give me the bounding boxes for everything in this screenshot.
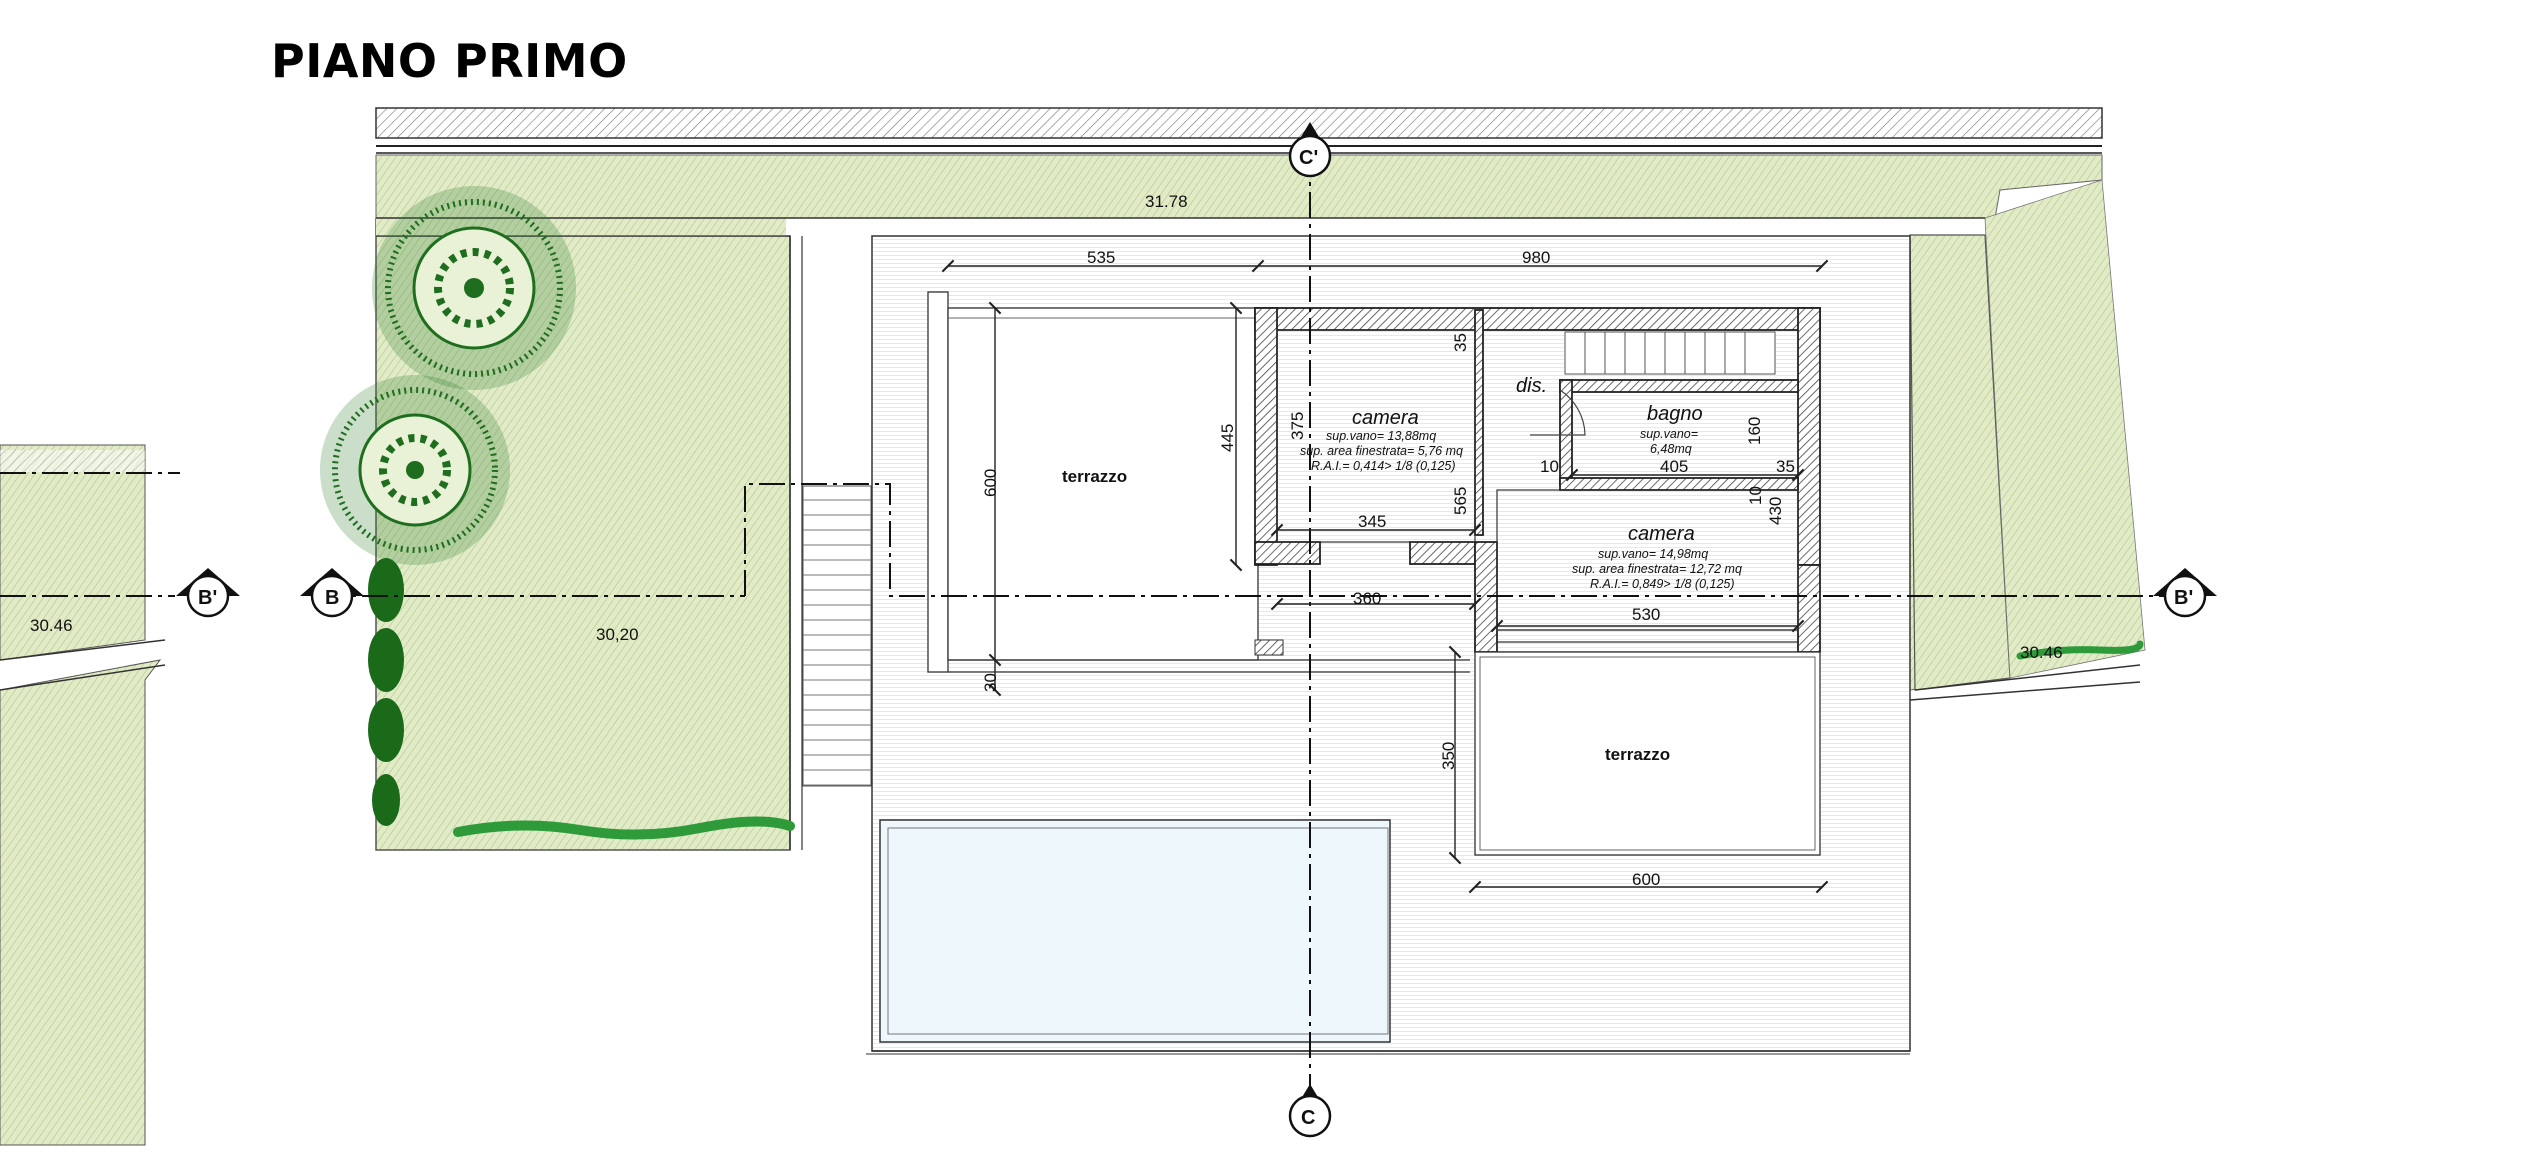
- section-lines: [0, 150, 2190, 1110]
- dim-bagno-height: 160: [1745, 417, 1764, 445]
- dim-bagno-right: 35: [1776, 457, 1795, 476]
- dim-terrace-left-height: 600: [981, 469, 1000, 497]
- section-marker-b-prime-left: [176, 568, 240, 618]
- dim-corridor-width: 360: [1353, 589, 1381, 608]
- dim-camera1-height: 445: [1218, 424, 1237, 452]
- section-label-b: B: [325, 587, 339, 609]
- room-label-terrazzo-left: terrazzo: [1062, 467, 1127, 486]
- camera2-window-area: sup. area finestrata= 12,72 mq: [1572, 562, 1742, 576]
- camera1-rai: R.A.I.= 0,414> 1/8 (0,125): [1311, 459, 1456, 473]
- section-marker-c-bottom: [1288, 1084, 1332, 1138]
- section-marker-b: [300, 568, 364, 618]
- dim-terrace-right-height: 350: [1439, 742, 1458, 770]
- section-label-c-top: C': [1299, 147, 1318, 169]
- terrace-right: [1474, 651, 1821, 856]
- section-marker-b-prime-right: [2153, 568, 2217, 618]
- dim-top-left: 535: [1087, 248, 1115, 267]
- dim-camera2-height: 430: [1766, 497, 1785, 525]
- dim-wall-35-top: 35: [1451, 333, 1470, 352]
- dim-top-right: 980: [1522, 248, 1550, 267]
- tree-icon: [320, 375, 510, 565]
- room-label-terrazzo-right: terrazzo: [1605, 745, 1670, 764]
- dim-camera1-height2: 565: [1451, 487, 1470, 515]
- section-label-b-prime-left: B': [198, 587, 217, 609]
- hedge-right: [2016, 640, 2144, 660]
- dim-bagno-width: 405: [1660, 457, 1688, 476]
- camera1-area: sup.vano= 13,88mq: [1326, 429, 1436, 443]
- shrub-row-icon: [368, 558, 404, 826]
- dim-door-10a: 10: [1540, 457, 1559, 476]
- tree-icon: [372, 186, 576, 390]
- dim-camera1-width: 345: [1358, 512, 1386, 531]
- elevation-right: 30.46: [2020, 643, 2063, 662]
- section-label-c-bottom: C: [1301, 1107, 1315, 1129]
- bagno-area-label: sup.vano=: [1640, 427, 1698, 441]
- camera2-rai: R.A.I.= 0,849> 1/8 (0,125): [1590, 577, 1735, 591]
- camera1-window-area: sup. area finestrata= 5,76 mq: [1300, 444, 1463, 458]
- section-marker-c-top: [1288, 122, 1332, 178]
- room-label-camera1: camera: [1352, 407, 1419, 429]
- hedge-garden: [453, 816, 795, 840]
- labels: 31.78 30.46 30,20 30.46 535 980 600 30 4…: [30, 147, 2193, 1129]
- bagno-area-value: 6,48mq: [1650, 442, 1692, 456]
- dim-terrace-left-bottom: 30: [981, 673, 1000, 692]
- dim-camera2-width: 530: [1632, 605, 1660, 624]
- elevation-left: 30.46: [30, 616, 73, 635]
- room-label-dis: dis.: [1516, 375, 1547, 397]
- room-label-bagno: bagno: [1647, 403, 1703, 425]
- site-landscape: [0, 107, 2146, 1146]
- elevation-garden: 30,20: [596, 625, 639, 644]
- road-hatch: [375, 107, 2103, 139]
- dim-terrace-right-width: 600: [1632, 870, 1660, 889]
- dim-camera1-inner: 375: [1288, 412, 1307, 440]
- elevation-top: 31.78: [1145, 192, 1188, 211]
- room-label-camera2: camera: [1628, 523, 1695, 545]
- camera2-area: sup.vano= 14,98mq: [1598, 547, 1708, 561]
- section-label-b-prime-right: B': [2174, 587, 2193, 609]
- exterior-stairs: [802, 485, 872, 787]
- plan-title: PIANO PRIMO: [271, 34, 628, 88]
- dimension-lines: [941, 266, 1829, 894]
- dim-door-10b: 10: [1746, 486, 1765, 505]
